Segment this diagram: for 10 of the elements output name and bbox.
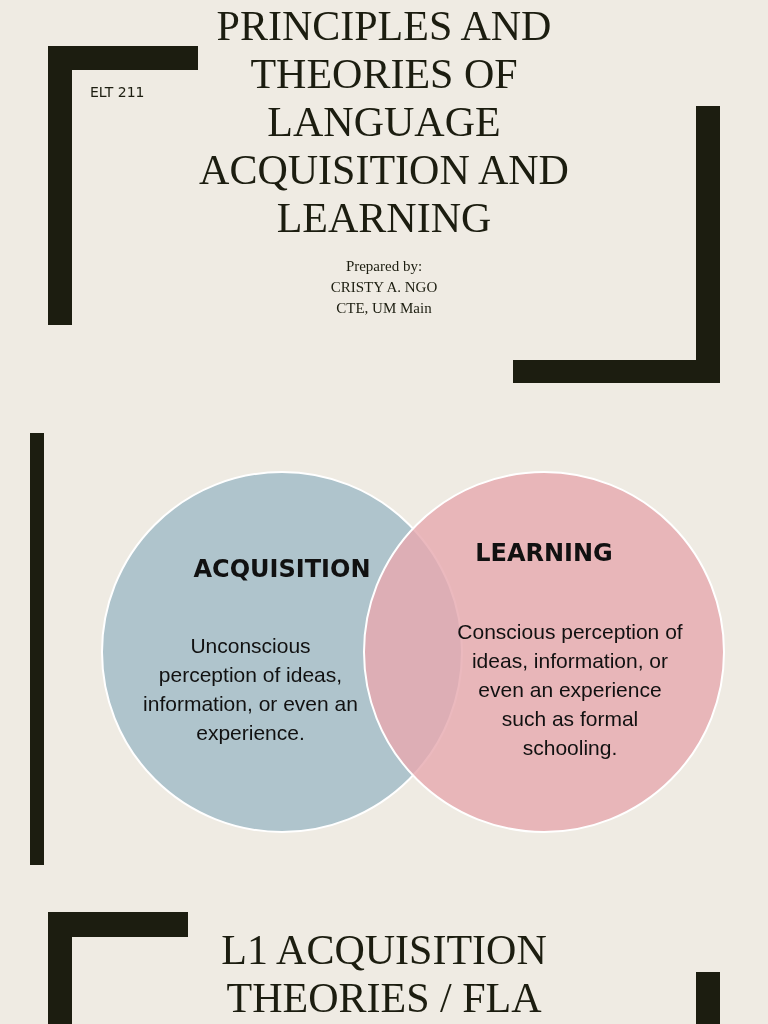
- circle-heading: LEARNING: [474, 539, 614, 567]
- slide-title: PRINCIPLES AND THEORIES OF LANGUAGE ACQUISITION AND LEARNING: [198, 2, 570, 242]
- circle-description: Unconscious perception of ideas, information, or even an experience.: [143, 633, 358, 746]
- course-code: ELT 211: [90, 84, 145, 100]
- subtitle-text: Prepared by:: [344, 257, 424, 276]
- circle-description: Conscious perception of ideas, information, or even an experience such as formal schooling.: [456, 619, 684, 761]
- subtitle-text: CTE, UM Main: [335, 299, 433, 318]
- slide-title: L1 ACQUISITION THEORIES / FLA: [220, 926, 548, 1022]
- subtitle-text: CRISTY A. NGO: [329, 278, 439, 297]
- circle-heading: ACQUISITION: [192, 555, 372, 583]
